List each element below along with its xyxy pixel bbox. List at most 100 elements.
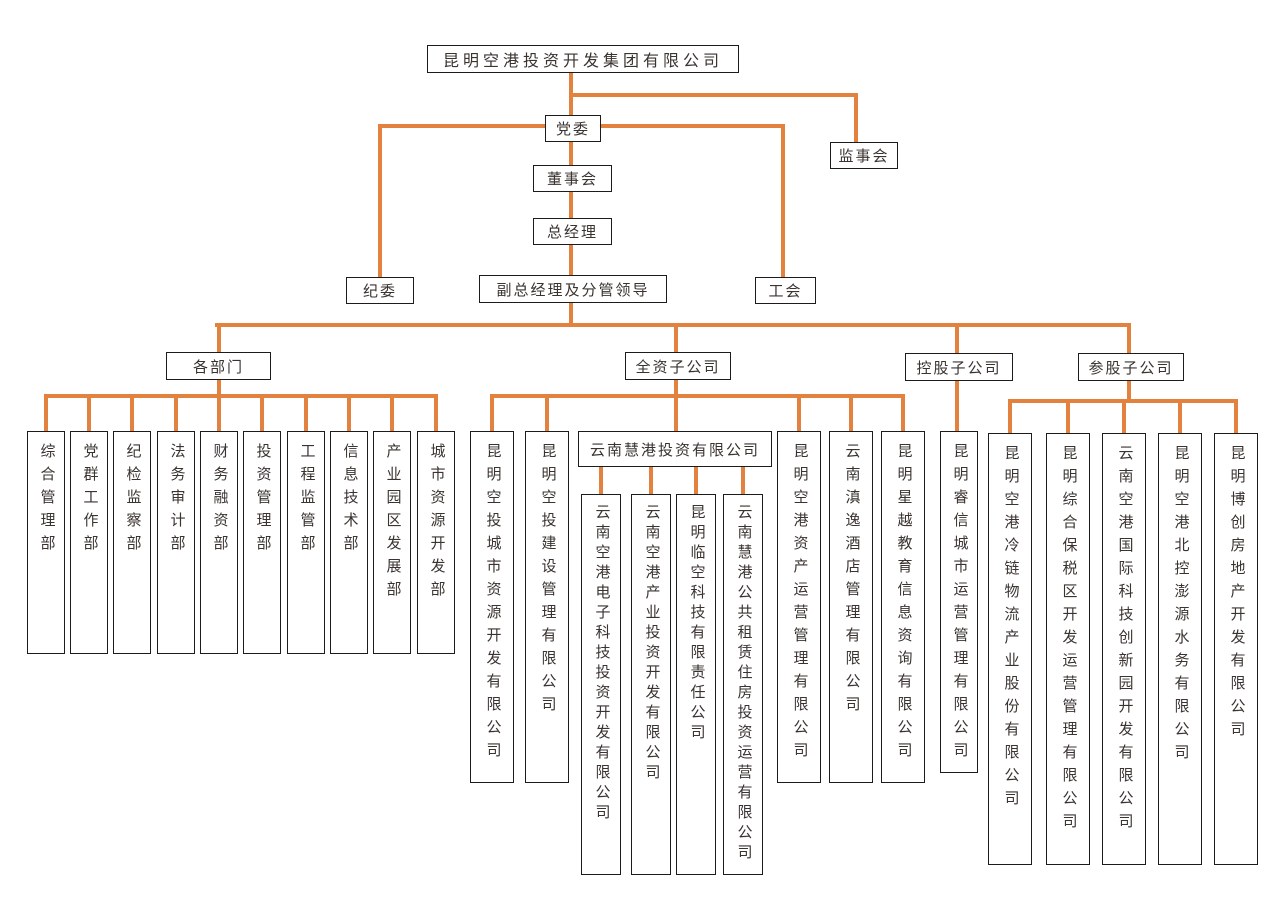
org-node-label: 昆明空港冷链物流产业股份有限公司	[1002, 445, 1019, 813]
connector-line	[955, 380, 959, 433]
org-node-minority-sub: 昆明博创房地产开发有限公司	[1214, 433, 1258, 865]
org-node-departments-group: 各部门	[166, 352, 271, 380]
org-node-label: 法务审计部	[168, 443, 185, 558]
org-node-label: 昆明空投建设管理有限公司	[539, 443, 556, 719]
org-node-department: 财务融资部	[200, 431, 238, 654]
org-node-huigang-child: 云南空港产业投资开发有限公司	[631, 494, 671, 875]
connector-line	[217, 379, 221, 433]
org-node-label: 昆明星越教育信息资询有限公司	[895, 443, 912, 765]
org-node-department: 法务审计部	[157, 431, 195, 654]
org-node-department: 城市资源开发部	[417, 431, 455, 654]
connector-line	[797, 394, 801, 433]
connector-line	[304, 394, 308, 433]
org-node-department: 纪检监察部	[113, 431, 151, 654]
connector-line	[599, 465, 603, 496]
connector-line	[569, 191, 573, 220]
connector-line	[44, 394, 438, 398]
connector-line	[569, 93, 858, 97]
connector-line	[130, 394, 134, 433]
org-node-label: 昆明睿信城市运营管理有限公司	[951, 443, 968, 765]
org-node-department: 产业园区发展部	[373, 431, 411, 654]
connector-line	[1234, 399, 1238, 435]
connector-line	[87, 394, 91, 433]
org-node-minority-sub: 昆明综合保税区开发运营管理有限公司	[1046, 433, 1090, 865]
org-node-label: 云南慧港公共租赁住房投资运营有限公司	[735, 504, 752, 864]
org-node-label: 财务融资部	[211, 443, 228, 558]
org-node-wholly-owned-sub: 云南滇逸酒店管理有限公司	[829, 431, 873, 783]
connector-line	[174, 394, 178, 433]
org-node-huigang-child: 昆明临空科技有限责任公司	[676, 494, 716, 875]
org-node-label: 党群工作部	[81, 443, 98, 558]
org-node-huigang-child: 云南空港电子科技投资开发有限公司	[581, 494, 621, 875]
org-node-deputy-gm: 副总经理及分管领导	[479, 275, 667, 303]
org-node-label: 投资管理部	[254, 443, 271, 558]
connector-line	[781, 124, 785, 279]
org-node-holding-group: 控股子公司	[905, 353, 1013, 381]
org-node-label: 昆明博创房地产开发有限公司	[1228, 445, 1245, 744]
org-node-department: 综合管理部	[27, 431, 65, 654]
connector-line	[260, 394, 264, 433]
org-node-label: 云南空港产业投资开发有限公司	[643, 504, 660, 784]
org-node-label: 纪检监察部	[124, 443, 141, 558]
org-node-label: 城市资源开发部	[428, 443, 445, 604]
connector-line	[1127, 323, 1131, 355]
connector-line	[741, 465, 745, 496]
connector-line	[694, 465, 698, 496]
org-node-label: 昆明临空科技有限责任公司	[688, 504, 705, 744]
connector-line	[390, 394, 394, 433]
connector-line	[434, 394, 438, 433]
org-node-holding-sub: 昆明睿信城市运营管理有限公司	[940, 431, 978, 773]
org-node-wholly-owned-sub: 昆明空港资产运营管理有限公司	[777, 431, 821, 783]
org-node-minority-group: 参股子公司	[1078, 353, 1184, 381]
org-node-label: 产业园区发展部	[384, 443, 401, 604]
org-node-department: 工程监管部	[287, 431, 325, 654]
connector-line	[1178, 399, 1182, 435]
org-node-minority-sub: 云南空港国际科技创新园开发有限公司	[1102, 433, 1146, 865]
org-node-label: 昆明空港北控澎源水务有限公司	[1172, 445, 1189, 767]
org-node-general-manager: 总经理	[533, 218, 612, 245]
connector-line	[901, 394, 905, 433]
org-node-minority-sub: 昆明空港北控澎源水务有限公司	[1158, 433, 1202, 865]
org-node-label: 信息技术部	[341, 443, 358, 558]
org-node-label: 昆明空港资产运营管理有限公司	[791, 443, 808, 765]
connector-line	[217, 323, 221, 354]
org-node-root: 昆明空港投资开发集团有限公司	[427, 45, 739, 73]
connector-line	[955, 323, 959, 355]
org-node-supervisory-board: 监事会	[830, 142, 898, 169]
connector-line	[490, 394, 903, 398]
connector-line	[569, 244, 573, 277]
org-node-minority-sub: 昆明空港冷链物流产业股份有限公司	[988, 433, 1032, 865]
connector-line	[1008, 399, 1012, 435]
connector-line	[215, 323, 1131, 327]
connector-line	[44, 394, 48, 433]
org-node-department: 投资管理部	[243, 431, 281, 654]
connector-line	[854, 93, 858, 144]
connector-line	[1127, 380, 1131, 403]
org-node-label: 昆明空投城市资源开发有限公司	[484, 443, 501, 765]
org-node-party-committee: 党委	[545, 115, 601, 142]
connector-line	[1066, 399, 1070, 435]
org-node-department: 信息技术部	[330, 431, 368, 654]
org-node-wholly-owned-sub: 昆明星越教育信息资询有限公司	[881, 431, 925, 783]
connector-line	[1122, 399, 1126, 435]
connector-line	[674, 323, 678, 354]
connector-line	[545, 394, 549, 433]
org-node-label: 云南滇逸酒店管理有限公司	[843, 443, 860, 719]
connector-line	[378, 124, 382, 279]
connector-line	[347, 394, 351, 433]
connector-line	[599, 124, 783, 128]
org-node-wholly-owned-sub: 昆明空投城市资源开发有限公司	[470, 431, 514, 783]
org-node-wholly-owned-sub: 昆明空投建设管理有限公司	[525, 431, 569, 783]
connector-line	[674, 379, 678, 433]
org-node-labor-union: 工会	[755, 277, 816, 304]
connector-line	[378, 124, 547, 128]
org-node-label: 云南空港电子科技投资开发有限公司	[593, 504, 610, 824]
connector-line	[569, 302, 573, 327]
org-node-wholly-owned-group: 全资子公司	[625, 352, 731, 380]
org-node-discipline-committee: 纪委	[346, 277, 414, 304]
connector-line	[490, 394, 494, 433]
org-node-label: 工程监管部	[298, 443, 315, 558]
org-node-label: 云南空港国际科技创新园开发有限公司	[1116, 445, 1133, 836]
connector-line	[649, 465, 653, 496]
